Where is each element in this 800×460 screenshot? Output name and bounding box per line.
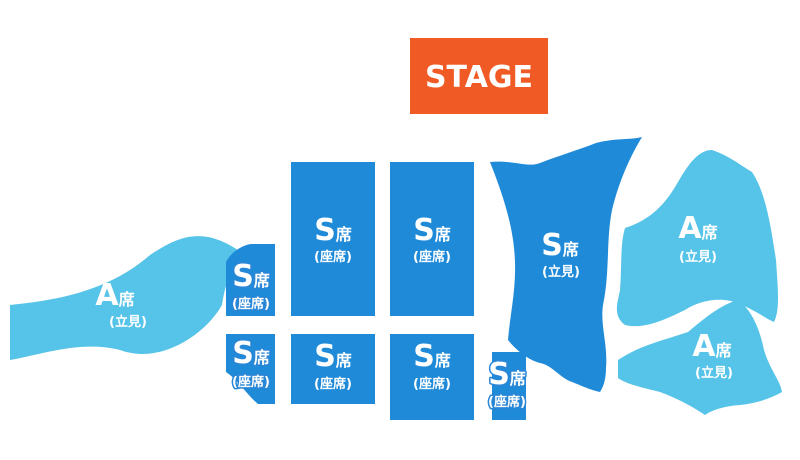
section-a-right-top-letter: A — [678, 211, 702, 246]
section-s-small-bottom-text: S席 — [232, 336, 270, 371]
section-s-narrow-seat: 席 — [510, 369, 526, 388]
section-s-small-top-letter: S — [232, 259, 254, 294]
section-s-short-1-seat: 席 — [336, 351, 352, 370]
section-s-small-bottom-shape — [226, 334, 275, 404]
section-a-right-bottom[interactable]: A席 (立見) — [618, 300, 782, 415]
section-s-narrow-text: S席 — [488, 357, 526, 392]
section-s-tall-2-text: S席 — [413, 213, 451, 248]
section-s-tall-1-type: (座席) — [314, 249, 352, 265]
section-s-standing-seat: 席 — [563, 240, 579, 259]
section-s-tall-2-seat: 席 — [435, 225, 451, 244]
section-s-tall-1-shape — [291, 162, 375, 316]
section-a-right-bottom-letter: A — [692, 329, 716, 364]
stage-block: STAGE — [410, 38, 548, 114]
stage-rect — [410, 38, 548, 114]
section-s-short-2-text: S席 — [413, 339, 451, 374]
section-s-standing-shape — [490, 137, 642, 392]
section-s-tall-1-seat: 席 — [336, 225, 352, 244]
section-a-left[interactable]: A席 (立見) — [10, 236, 245, 360]
section-s-narrow-letter: S — [488, 357, 510, 392]
section-s-small-top-seat: 席 — [254, 271, 270, 290]
section-s-short-2-letter: S — [413, 339, 435, 374]
section-a-right-bottom-type: (立見) — [695, 365, 733, 381]
section-s-short-2[interactable]: S席 (座席) — [390, 334, 474, 420]
section-s-short-2-shape — [390, 334, 474, 420]
section-s-small-bottom[interactable]: S席 (座席) — [226, 334, 275, 404]
section-s-short-1-type: (座席) — [314, 376, 352, 392]
section-a-left-shape — [10, 236, 245, 360]
section-s-narrow[interactable]: S席 (座席) — [487, 352, 527, 420]
section-s-small-bottom-type: (座席) — [232, 374, 270, 390]
section-s-tall-1-text: S席 — [314, 213, 352, 248]
section-s-small-bottom-seat: 席 — [254, 348, 270, 367]
section-s-small-top-shape — [226, 244, 275, 316]
section-s-small-bottom-letter: S — [232, 336, 254, 371]
section-s-short-1-letter: S — [314, 339, 336, 374]
section-a-right-top-text: A席 — [678, 211, 717, 246]
section-s-narrow-type: (座席) — [488, 394, 526, 410]
section-a-left-seat: 席 — [119, 290, 135, 309]
section-s-tall-2[interactable]: S席 (座席) — [390, 162, 474, 316]
section-s-short-1[interactable]: S席 (座席) — [291, 334, 375, 404]
section-a-right-bottom-shape — [618, 300, 782, 415]
section-s-small-top-type: (座席) — [232, 296, 270, 312]
section-a-left-letter: A — [95, 278, 119, 313]
section-a-left-type: (立見) — [109, 314, 147, 330]
section-a-right-top-shape — [616, 150, 778, 327]
section-s-standing-text: S席 — [541, 228, 579, 263]
section-s-short-2-seat: 席 — [435, 351, 451, 370]
section-a-left-text: A席 — [95, 278, 134, 313]
section-s-tall-1-letter: S — [314, 213, 336, 248]
stage-label: STAGE — [425, 60, 533, 95]
section-s-short-1-shape — [291, 334, 375, 404]
section-s-tall-2-letter: S — [413, 213, 435, 248]
section-s-small-top[interactable]: S席 (座席) — [226, 244, 275, 316]
section-s-tall-1[interactable]: S席 (座席) — [291, 162, 375, 316]
section-a-right-top[interactable]: A席 (立見) — [616, 150, 778, 327]
section-a-right-top-seat: 席 — [702, 223, 718, 242]
section-s-standing-letter: S — [541, 228, 563, 263]
section-s-narrow-shape — [492, 352, 526, 420]
section-s-small-top-text: S席 — [232, 259, 270, 294]
section-s-short-2-type: (座席) — [413, 376, 451, 392]
section-a-right-bottom-seat: 席 — [716, 341, 732, 360]
section-a-right-bottom-text: A席 — [692, 329, 731, 364]
section-s-tall-2-type: (座席) — [413, 249, 451, 265]
section-a-right-top-type: (立見) — [679, 249, 717, 265]
section-s-standing[interactable]: S席 (立見) — [490, 137, 642, 392]
section-s-standing-type: (立見) — [542, 264, 580, 280]
section-s-short-1-text: S席 — [314, 339, 352, 374]
section-s-tall-2-shape — [390, 162, 474, 316]
